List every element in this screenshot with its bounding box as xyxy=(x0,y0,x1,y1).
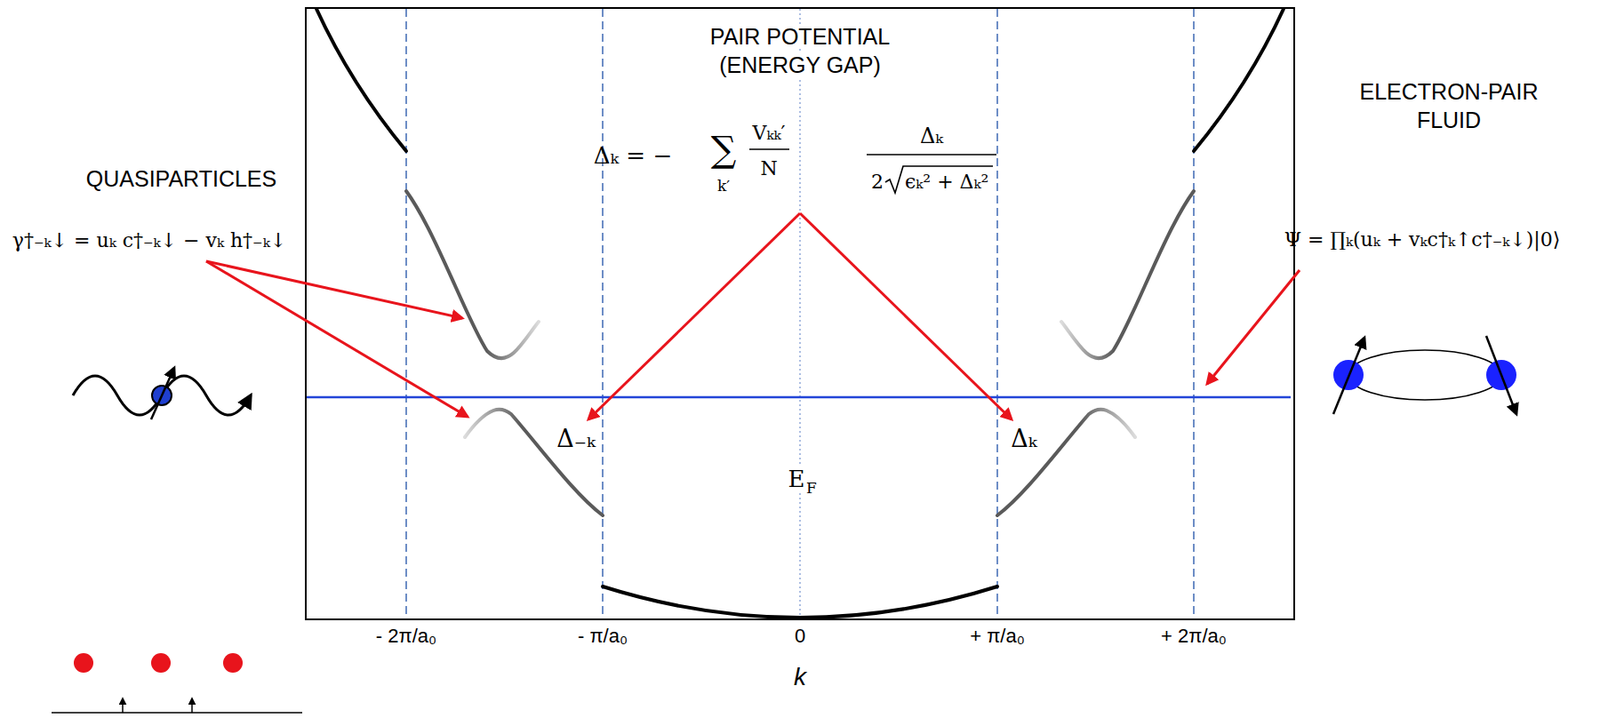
leader-arrows xyxy=(206,213,1300,420)
fermi-level xyxy=(306,396,1291,400)
fraction-numerator: Vₖₖ′ xyxy=(752,121,786,144)
axis-title: k xyxy=(793,663,807,692)
fraction-numerator: Δₖ xyxy=(920,124,944,150)
fermi-label: E xyxy=(786,466,808,494)
heading-label: (ENERGY GAP) xyxy=(717,52,883,79)
gap-label: Δₖ xyxy=(1010,424,1037,453)
fermi-subscript: F xyxy=(804,480,819,498)
lattice-sketch xyxy=(51,653,303,713)
axis-tick: + π/a₀ xyxy=(969,624,1025,648)
center-line xyxy=(799,8,800,619)
axis-tick: + 2π/a₀ xyxy=(1160,624,1227,648)
energy-bands xyxy=(316,8,1284,618)
quasiparticle-icon xyxy=(72,368,251,420)
radicand: ϵₖ² + Δₖ² xyxy=(904,170,989,193)
heading-label: PAIR POTENTIAL xyxy=(708,24,892,50)
fraction-denominator: N xyxy=(760,157,777,180)
axis-tick: - π/a₀ xyxy=(577,624,628,648)
plot-frame xyxy=(305,8,1295,620)
equation-part: Δₖ = − xyxy=(593,143,672,170)
heading-label: QUASIPARTICLES xyxy=(86,166,277,192)
gap-label: Δ₋ₖ xyxy=(556,424,596,453)
heading-label: ELECTRON-PAIR xyxy=(1360,79,1539,105)
equation: γ†₋ₖ↓ = uₖ c†₋ₖ↓ − vₖ h†₋ₖ↓ xyxy=(12,229,287,252)
equation: Ψ = ∏ₖ(uₖ + vₖc†ₖ↑c†₋ₖ↓)|0⟩ xyxy=(1284,228,1561,251)
heading-label: FLUID xyxy=(1416,107,1481,134)
sum-symbol: ∑ xyxy=(711,128,737,170)
zone-boundaries xyxy=(406,8,1194,619)
axis-tick: 0 xyxy=(794,624,806,648)
axis-tick: - 2π/a₀ xyxy=(376,624,437,648)
electron-pair-icon xyxy=(1333,336,1517,415)
sum-index: k′ xyxy=(717,177,730,196)
fraction-denominator: 2 xyxy=(871,170,884,193)
equation-strokes xyxy=(749,149,997,193)
